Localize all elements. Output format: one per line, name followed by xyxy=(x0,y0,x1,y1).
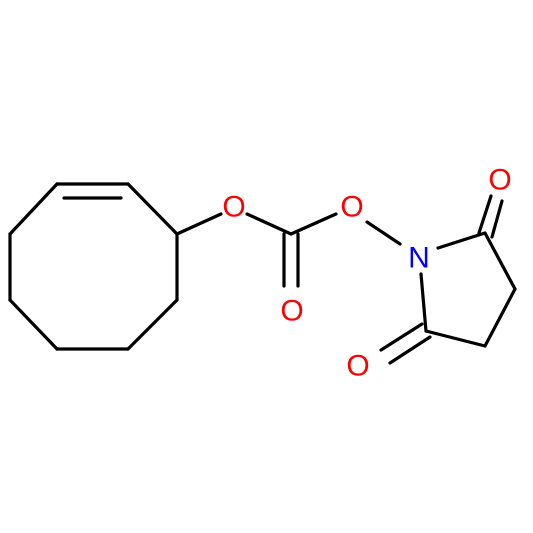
ring-bond xyxy=(8,182,59,236)
imide-top-double-bond-a xyxy=(477,194,493,235)
imide-top-double-bond-b xyxy=(490,199,504,239)
nitrogen-imide-label: N xyxy=(408,242,430,275)
ring-bond xyxy=(126,298,179,351)
c-top-ch2-bond xyxy=(483,231,517,291)
o-ester-c-bond xyxy=(245,212,293,236)
oxygen-link-label: O xyxy=(340,191,363,224)
n-c-top-bond xyxy=(436,231,487,250)
imide-bottom-double-bond-b xyxy=(388,335,432,365)
ring-bond xyxy=(8,298,59,351)
imide-bottom-double-bond-a xyxy=(379,322,424,352)
oxygen-ester-label: O xyxy=(222,191,245,224)
o-link-n-bond xyxy=(365,220,402,246)
ring-bond xyxy=(126,182,179,236)
c-o-link-bond xyxy=(289,212,338,236)
oxygen-imide-bottom-label: O xyxy=(346,350,369,383)
succinimide-ring xyxy=(379,194,517,365)
c-bottom-n-bond xyxy=(419,272,428,333)
ch2-ch2-bond xyxy=(483,287,517,348)
oxygen-carbonyl-label: O xyxy=(280,295,303,328)
oxygen-imide-top-label: O xyxy=(488,164,511,197)
carbonate-linkage xyxy=(175,212,402,288)
cyclooctene-ring xyxy=(8,182,179,351)
c-o-ester-bond xyxy=(175,212,223,236)
ch2-c-bottom-bond xyxy=(424,329,487,348)
